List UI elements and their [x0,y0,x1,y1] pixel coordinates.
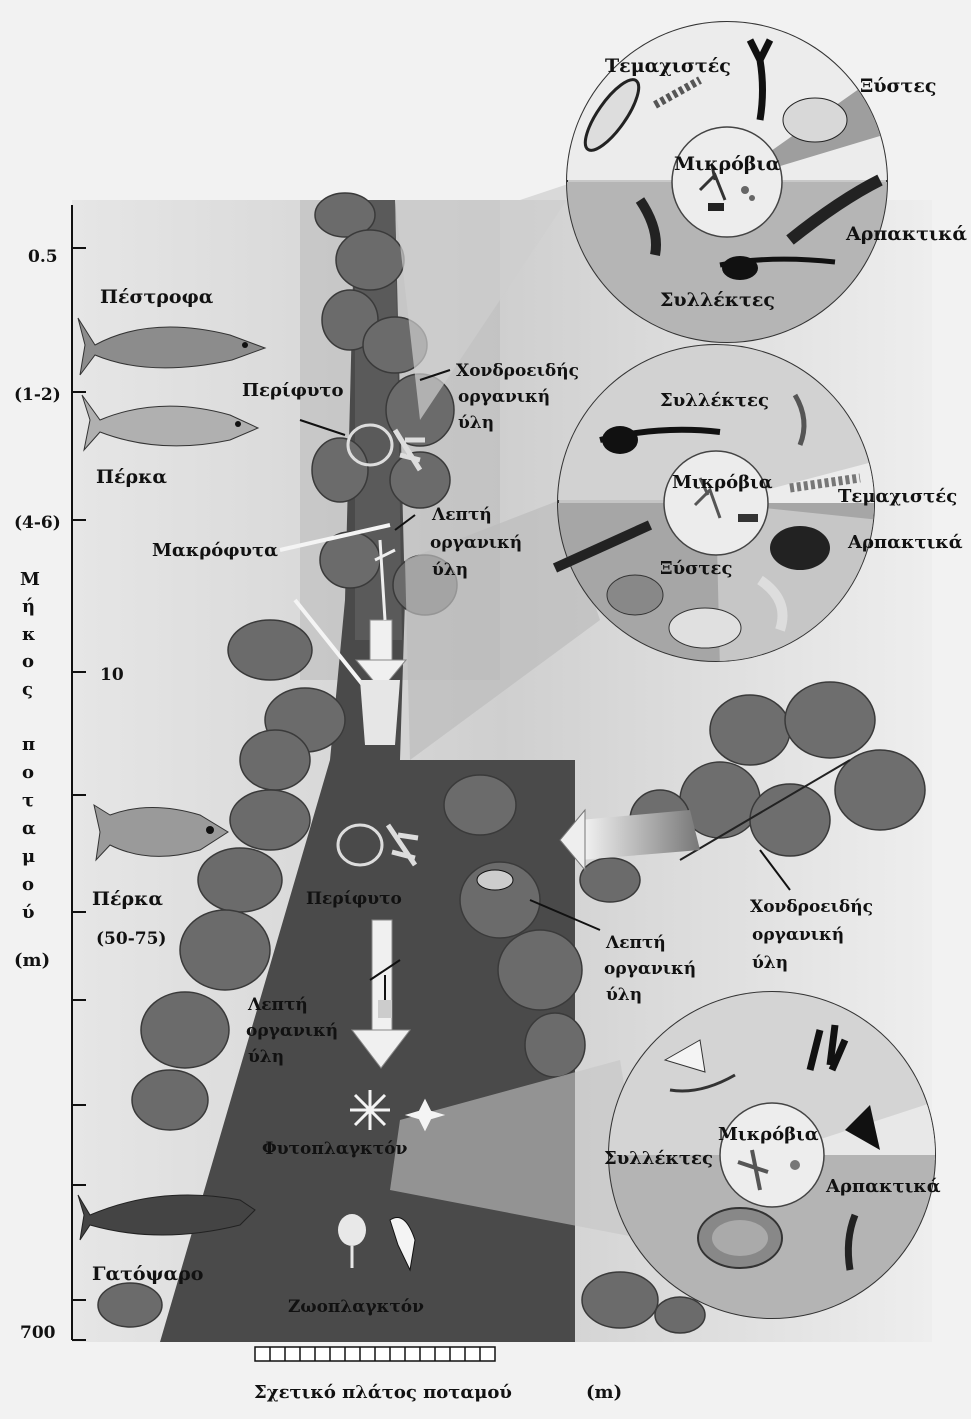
cpom-label-mid-line3: ύλη [752,953,788,973]
snail-scraper-icon [669,608,741,648]
vertical-letter: α [22,818,36,839]
microbe-icon [790,1160,800,1170]
microbe-icon [708,203,724,211]
fpom-label-mid-line2: οργανική [604,959,696,979]
vertical-letter: μ [22,846,35,867]
microbes-core [720,1103,824,1207]
x-axis-unit: (m) [586,1382,622,1403]
vertical-letter: ο [22,762,34,783]
perch-label-upper: Πέρκα [96,466,167,488]
axis-tick-label-50-75: (50-75) [96,929,166,949]
c2-scrapers-label: Ξύστες [660,558,732,579]
axis-tick-label-700: 700 [20,1323,56,1343]
fpom-label-inner-line3: ύλη [248,1047,284,1067]
axis-tick-label-10: 10 [100,665,124,685]
fpom-drift-icon [477,870,513,890]
c2-predators-label: Αρπακτικά [847,532,963,553]
trout-label: Πέστροφα [100,286,214,308]
fpom-label-mid-line3: ύλη [606,985,642,1005]
c1-collectors-label: Συλλέκτες [660,289,775,311]
microbe-icon [749,195,755,201]
c1-shredders-label: Τεμαχιστές [605,55,731,77]
zooplankton-label: Ζωοπλαγκτόν [288,1297,424,1317]
c3-microbes-label: Μικρόβια [718,1124,819,1145]
cpom-label-mid-line1: Χονδροειδής [750,897,873,917]
cpom-label-mid-line2: οργανική [752,925,844,945]
fpom-label-upper-line2: οργανική [430,533,522,553]
vertical-letter: ς [22,679,33,700]
c3-predators-label: Αρπακτικά [825,1176,941,1197]
periphyton-label-upper: Περίφυτο [242,380,344,401]
axis-tick-label-4-6: (4-6) [14,513,61,533]
fpom-label-mid-line1: Λεπτή [605,933,666,953]
axis-tick-label-0-5: 0.5 [28,247,58,267]
vertical-letter: ύ [22,902,35,923]
vertical-letter: Μ [20,569,40,590]
vertical-axis-title: Μ ή κ ο ς π ο τ α μ ο ύ (m) [14,569,50,971]
periphyton-label-lower: Περίφυτο [306,889,402,909]
microbe-icon [738,514,758,522]
fpom-label-upper-line3: ύλη [432,560,468,580]
width-scale-bar [255,1347,495,1361]
cpom-label-upper-line2: οργανική [458,387,550,407]
flat-scraper-icon [607,575,663,615]
c2-shredders-label: Τεμαχιστές [838,486,957,507]
snail-scraper-icon [783,98,847,142]
c1-microbes-label: Μικρόβια [674,153,781,175]
c3-collectors-label: Συλλέκτες [604,1148,713,1169]
c1-scrapers-label: Ξύστες [860,75,936,97]
catfish-label: Γατόψαρο [92,1263,203,1285]
cpom-label-upper-line3: ύλη [458,413,494,433]
fpom-label-upper-line1: Λεπτή [431,505,492,525]
axis-tick-label-1-2: (1-2) [14,385,61,405]
beetle-icon [770,526,830,570]
vertical-letter: τ [22,790,34,811]
microbes-core [672,127,782,237]
vertical-letter: (m) [14,950,50,971]
cpom-label-upper-line1: Χονδροειδής [456,361,579,381]
vertical-letter: ή [22,596,35,617]
c2-collectors-label: Συλλέκτες [660,390,769,411]
fpom-label-inner-line1: Λεπτή [247,995,308,1015]
microbe-icon [741,186,749,194]
c2-microbes-label: Μικρόβια [672,472,773,493]
c1-predators-label: Αρπακτικά [845,223,967,245]
phytoplankton-label: Φυτοπλαγκτόν [262,1139,408,1159]
vertical-letter: π [22,734,35,755]
fpom-label-inner-line2: οργανική [246,1021,338,1041]
vertical-letter: ο [22,651,34,672]
x-axis-label: Σχετικό πλάτος ποταμού [254,1382,512,1403]
vertical-letter: κ [22,624,36,645]
perch-label-lower: Πέρκα [92,888,163,910]
macrophytes-label: Μακρόφυτα [152,540,278,561]
vertical-letter: ο [22,874,34,895]
